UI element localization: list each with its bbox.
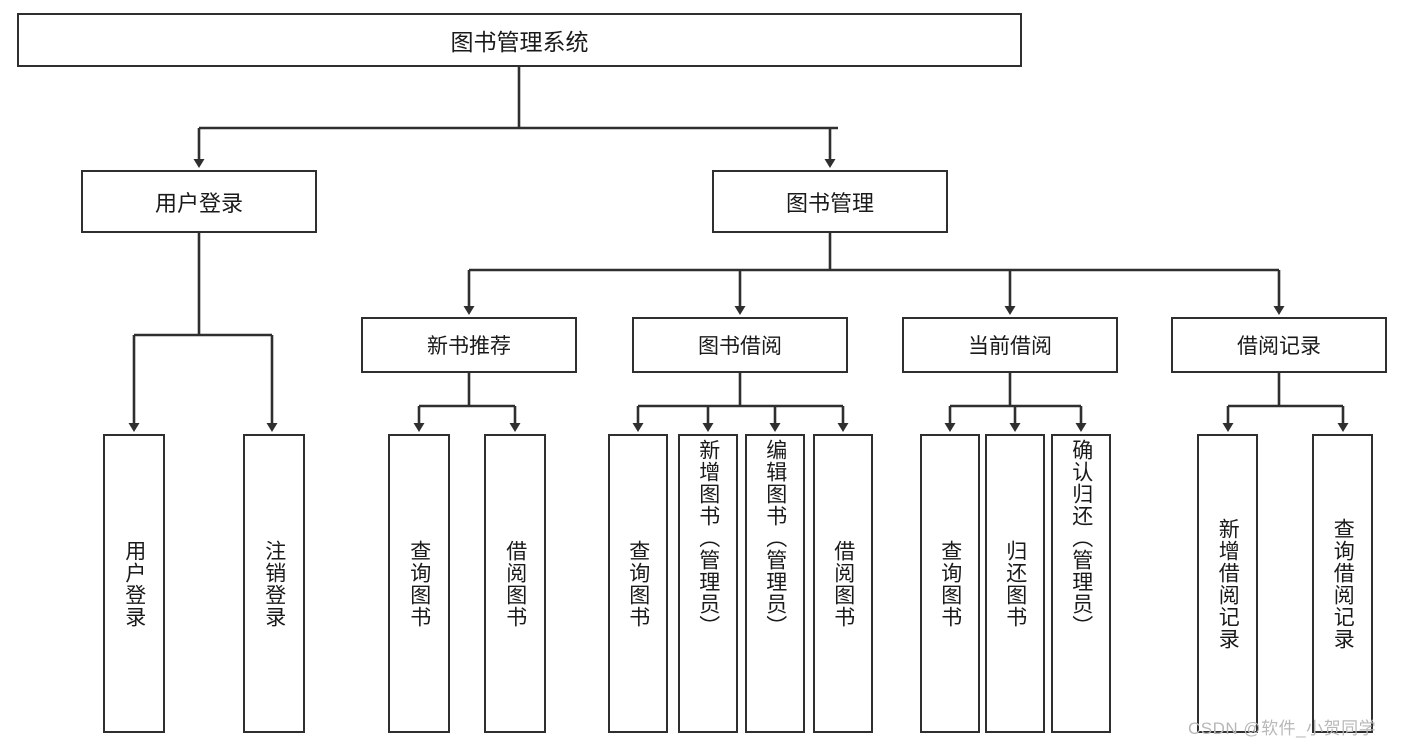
- node-leaf-confirm-return-admin[interactable]: 确认归还（管理员）: [1051, 434, 1111, 733]
- node-borrow-record-label: 借阅记录: [1237, 335, 1321, 358]
- node-leaf-query-book-3[interactable]: 查询图书: [920, 434, 980, 733]
- node-leaf-return-book-label: 归还图书: [1003, 539, 1027, 628]
- node-leaf-query-borrow-record-label: 查询借阅记录: [1331, 517, 1355, 650]
- node-book-manage[interactable]: 图书管理: [712, 170, 948, 233]
- node-leaf-confirm-return-admin-label: 确认归还（管理员）: [1069, 439, 1093, 637]
- node-leaf-edit-book-admin[interactable]: 编辑图书（管理员）: [745, 434, 805, 733]
- node-book-borrow[interactable]: 图书借阅: [632, 317, 848, 373]
- node-leaf-query-book-2-label: 查询图书: [626, 539, 650, 628]
- node-leaf-add-book-admin[interactable]: 新增图书（管理员）: [678, 434, 738, 733]
- node-leaf-borrow-book-1-label: 借阅图书: [503, 539, 527, 628]
- node-leaf-query-book-3-label: 查询图书: [938, 539, 962, 628]
- node-leaf-query-book-2[interactable]: 查询图书: [608, 434, 668, 733]
- node-new-book-recommend[interactable]: 新书推荐: [361, 317, 577, 373]
- node-book-manage-label: 图书管理: [785, 190, 874, 216]
- node-leaf-logout-login[interactable]: 注销登录: [243, 434, 305, 733]
- node-leaf-query-book-1-label: 查询图书: [407, 539, 431, 628]
- node-leaf-borrow-book-2-label: 借阅图书: [831, 539, 855, 628]
- node-book-borrow-label: 图书借阅: [698, 335, 782, 358]
- node-root-label: 图书管理系统: [450, 29, 589, 55]
- node-leaf-query-borrow-record[interactable]: 查询借阅记录: [1312, 434, 1373, 733]
- node-leaf-edit-book-admin-label: 编辑图书（管理员）: [763, 439, 787, 637]
- node-leaf-user-login[interactable]: 用户登录: [103, 434, 165, 733]
- node-user-login-label: 用户登录: [154, 190, 243, 216]
- node-leaf-add-borrow-record[interactable]: 新增借阅记录: [1197, 434, 1258, 733]
- node-borrow-record[interactable]: 借阅记录: [1171, 317, 1387, 373]
- node-leaf-user-login-label: 用户登录: [122, 539, 146, 628]
- node-leaf-logout-login-label: 注销登录: [262, 539, 286, 628]
- node-leaf-add-book-admin-label: 新增图书（管理员）: [696, 439, 720, 637]
- node-root[interactable]: 图书管理系统: [17, 13, 1022, 67]
- node-current-borrow-label: 当前借阅: [968, 335, 1052, 358]
- node-leaf-return-book[interactable]: 归还图书: [985, 434, 1045, 733]
- node-user-login[interactable]: 用户登录: [81, 170, 317, 233]
- node-leaf-query-book-1[interactable]: 查询图书: [388, 434, 450, 733]
- node-current-borrow[interactable]: 当前借阅: [902, 317, 1118, 373]
- node-leaf-add-borrow-record-label: 新增借阅记录: [1216, 517, 1240, 650]
- watermark: CSDN @软件_小贺同学: [1188, 719, 1377, 738]
- node-new-book-recommend-label: 新书推荐: [427, 335, 511, 358]
- node-leaf-borrow-book-1[interactable]: 借阅图书: [484, 434, 546, 733]
- node-leaf-borrow-book-2[interactable]: 借阅图书: [813, 434, 873, 733]
